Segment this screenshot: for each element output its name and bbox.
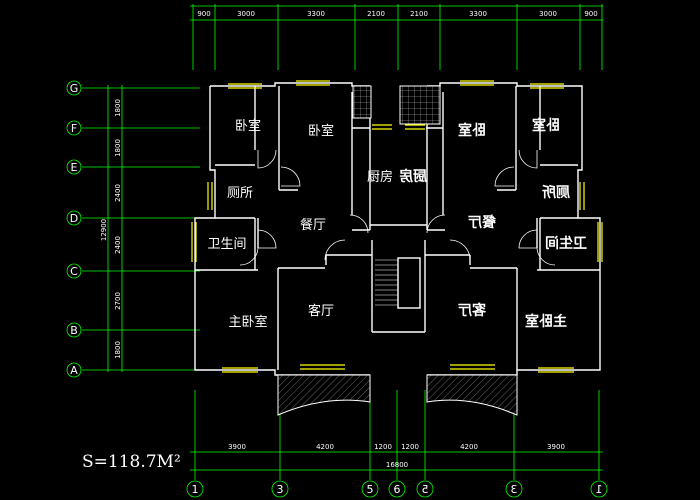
- axis-col-1-left: 1: [186, 480, 204, 498]
- room-label-bath-r: 卫生间: [545, 235, 587, 252]
- left-unit-labels: 卧室 卧室 厕所 厨房 餐厅 卫生间 主卧室 客厅: [207, 118, 393, 330]
- bottom-dim-5: 4200: [460, 443, 478, 451]
- left-dimension-chain: 1800 1800 2400 2400 2700 1800 12900 G F …: [66, 80, 200, 378]
- svg-text:1: 1: [192, 483, 199, 496]
- axis-row-f: F: [66, 120, 82, 136]
- right-unit-labels: 厨房 卧室 卧室 厕所 餐厅 卫生间 客厅 主卧室: [399, 117, 587, 330]
- bottom-dimension-chain: 3900 4200 1200 1200 4200 3900 16800 1 3 …: [186, 390, 608, 498]
- left-dim-4: 2400: [114, 236, 122, 254]
- room-label-living-r: 客厅: [458, 302, 487, 319]
- top-dim-4: 2100: [367, 10, 385, 18]
- bottom-dim-total: 16800: [386, 461, 408, 469]
- axis-row-b: B: [66, 322, 82, 338]
- axis-col-3-left: 3: [271, 480, 289, 498]
- axis-col-5-left: 5: [361, 480, 379, 498]
- axis-col-5-right: 5: [416, 480, 434, 498]
- room-label-bedroom-tm: 卧室: [308, 123, 334, 139]
- top-dim-3: 3300: [307, 10, 325, 18]
- axis-col-1-right: 1: [590, 480, 608, 498]
- svg-text:B: B: [70, 324, 78, 337]
- bottom-dim-4: 1200: [401, 443, 419, 451]
- axis-row-e: E: [66, 159, 82, 175]
- room-label-master-l: 主卧室: [228, 314, 267, 330]
- left-dim-1: 1800: [114, 99, 122, 117]
- room-label-bath-l: 卫生间: [207, 237, 246, 252]
- top-dim-8: 900: [584, 10, 597, 18]
- room-label-kitchen-l: 厨房: [367, 169, 393, 185]
- room-label-toilet-r: 厕所: [542, 184, 570, 201]
- axis-col-3-right: 3: [505, 480, 523, 498]
- bottom-dim-3: 1200: [374, 443, 392, 451]
- top-dim-5: 2100: [410, 10, 428, 18]
- svg-text:A: A: [70, 364, 78, 377]
- bottom-dim-1: 3900: [228, 443, 246, 451]
- svg-text:F: F: [71, 122, 77, 135]
- svg-text:5: 5: [422, 483, 429, 496]
- axis-row-g: G: [66, 80, 82, 96]
- room-label-toilet-l: 厕所: [227, 186, 253, 201]
- room-label-master-r: 主卧室: [525, 313, 567, 330]
- svg-text:E: E: [71, 161, 78, 174]
- bottom-dim-6: 3900: [547, 443, 565, 451]
- svg-text:1: 1: [596, 483, 603, 496]
- top-dim-2: 3000: [237, 10, 255, 18]
- axis-row-a: A: [66, 362, 82, 378]
- top-dimension-chain: 900 3000 3300 2100 2100 3300 3000 900: [190, 4, 603, 70]
- svg-text:G: G: [70, 82, 79, 95]
- room-label-kitchen-r: 厨房: [399, 168, 427, 185]
- axis-row-c: C: [66, 263, 82, 279]
- top-dim-7: 3000: [539, 10, 557, 18]
- building-walls: [194, 82, 601, 416]
- left-dim-3: 2400: [114, 184, 122, 202]
- svg-text:3: 3: [511, 483, 518, 496]
- room-label-dining-r: 餐厅: [468, 214, 497, 231]
- top-dim-6: 3300: [469, 10, 487, 18]
- left-dim-total: 12900: [100, 219, 108, 241]
- doors: [239, 149, 556, 266]
- bottom-dim-2: 4200: [316, 443, 334, 451]
- svg-text:5: 5: [367, 483, 374, 496]
- svg-text:C: C: [70, 265, 78, 278]
- room-label-living-l: 客厅: [308, 303, 334, 319]
- left-dim-2: 1800: [114, 139, 122, 157]
- axis-row-d: D: [66, 210, 82, 226]
- room-label-bedroom-tr1: 卧室: [458, 122, 486, 139]
- room-label-bedroom-tl: 卧室: [235, 118, 261, 134]
- area-annotation: S=118.7M²: [82, 452, 181, 472]
- room-label-dining-l: 餐厅: [300, 217, 326, 233]
- svg-text:6: 6: [394, 483, 401, 496]
- axis-col-6: 6: [388, 480, 406, 498]
- windows: [191, 80, 603, 373]
- svg-text:3: 3: [277, 483, 284, 496]
- left-dim-5: 2700: [114, 292, 122, 310]
- svg-text:D: D: [70, 212, 78, 225]
- top-dim-1: 900: [197, 10, 210, 18]
- left-dim-6: 1800: [114, 341, 122, 359]
- room-label-bedroom-tr2: 卧室: [532, 117, 560, 134]
